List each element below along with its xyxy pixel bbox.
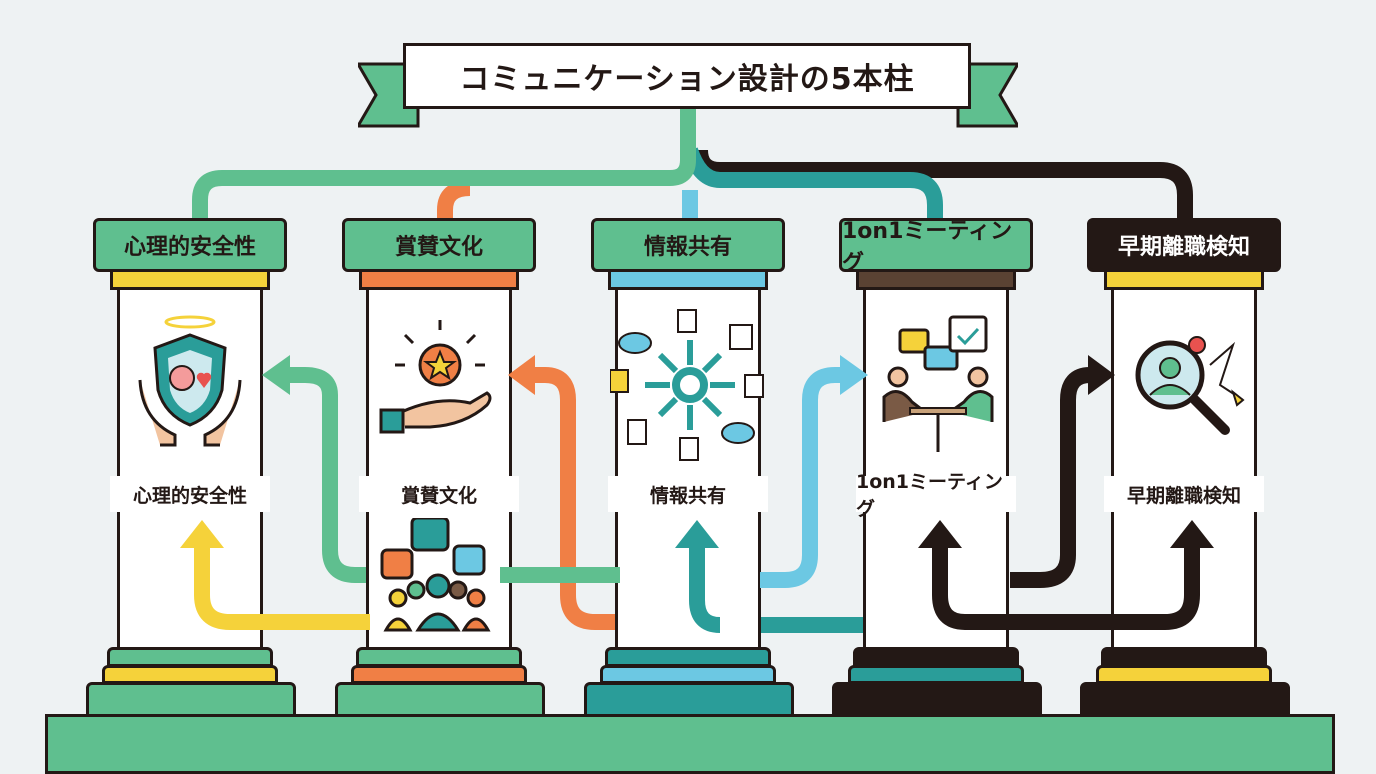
pillar-cap-stripe — [1104, 272, 1264, 290]
shield-brain-icon — [138, 315, 242, 447]
pillar-label: 早期離職検知 — [1104, 476, 1264, 512]
pillar-header-1on1-meeting: 1on1ミーティング — [839, 218, 1033, 276]
meeting-icon — [882, 315, 994, 452]
pillar-cap-stripe — [359, 272, 519, 290]
pillar-label: 1on1ミーティング — [856, 471, 1016, 520]
pillar-base-step — [584, 682, 794, 717]
pillar-base-step — [356, 647, 522, 667]
pillar-base-step — [605, 647, 771, 667]
connector-green — [192, 108, 696, 220]
pillar-cap-stripe — [856, 272, 1016, 290]
magnifier-person-icon — [1135, 336, 1245, 435]
page-title: コミュニケーション設計の5本柱 — [403, 43, 971, 109]
pillar-header-psychological-safety: 心理的安全性 — [93, 218, 287, 272]
connector-orange — [437, 180, 471, 220]
pillar-base-step — [832, 682, 1042, 717]
pillar-base-step — [107, 647, 273, 667]
pillar-base-step — [335, 682, 545, 717]
pillar-base-step — [1080, 682, 1290, 717]
pillar-label: 心理的安全性 — [110, 476, 270, 512]
pillar-cap-stripe — [608, 272, 768, 290]
praise-community-icon — [380, 518, 491, 632]
flow-orange — [530, 367, 620, 630]
foundation-plinth — [45, 714, 1335, 774]
pillar-header-information-sharing: 情報共有 — [591, 218, 785, 272]
star-hand-icon — [379, 320, 492, 434]
pillar-cap-stripe — [110, 272, 270, 290]
flow-black-up — [1010, 367, 1095, 588]
pillar-base-step — [1101, 647, 1267, 667]
pillar-label: 情報共有 — [608, 476, 768, 512]
pillar-header-early-turnover-detection: 早期離職検知 — [1087, 218, 1281, 272]
pillar-base-step — [86, 682, 296, 717]
network-share-icon — [610, 309, 764, 461]
pillar-label: 賞賛文化 — [359, 476, 519, 512]
connector-teal — [682, 147, 943, 220]
pillar-header-praise-culture: 賞賛文化 — [342, 218, 536, 272]
pillar-base-step — [853, 647, 1019, 667]
flow-lightblue — [760, 367, 845, 588]
